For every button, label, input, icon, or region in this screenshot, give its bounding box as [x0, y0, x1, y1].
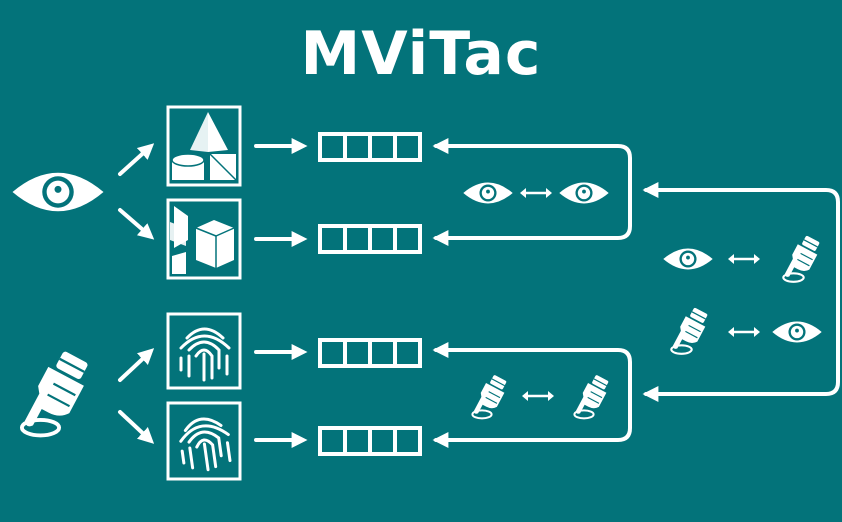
- pair-vision-touch: [663, 232, 824, 286]
- eye-icon: [463, 182, 513, 204]
- touch-view-box-1: [166, 312, 242, 390]
- touch-view-box-2: [166, 401, 242, 481]
- embedding-vector-icon: [318, 224, 422, 254]
- pointing-hand-icon: [668, 304, 712, 358]
- touch-source-hand-icon: [17, 345, 97, 443]
- shapes-icon: [170, 206, 235, 274]
- intra-vision-bracket: [434, 144, 632, 240]
- double-arrow-icon: [726, 325, 762, 339]
- intra-touch-bracket: [434, 348, 632, 442]
- embedding-vector-icon: [318, 426, 422, 456]
- eye-icon: [663, 248, 713, 270]
- embedding-vector-icon: [318, 132, 422, 162]
- pointing-hand-icon: [470, 372, 511, 423]
- double-arrow-icon: [520, 389, 556, 403]
- double-arrow-icon: [726, 252, 762, 266]
- vision-view-rgb-box: [166, 105, 242, 187]
- arrow-hand-to-touch2: [118, 410, 155, 444]
- double-arrow-icon: [518, 186, 554, 200]
- pointing-hand-icon: [572, 372, 613, 423]
- eye-icon: [559, 182, 609, 204]
- pair-touch-vision: [668, 304, 822, 358]
- eye-icon: [772, 321, 822, 343]
- arrow-hand-to-touch1: [118, 348, 155, 382]
- diagram-title: MViTac: [300, 19, 542, 89]
- arrow-eye-to-rgb: [118, 143, 155, 176]
- arrow-eye-to-depth: [118, 208, 155, 240]
- pointing-hand-icon: [780, 232, 824, 286]
- vision-source-eye-icon: [12, 172, 104, 212]
- pair-touch-touch: [470, 372, 613, 423]
- embedding-vector-icon: [318, 338, 422, 368]
- pair-vision-vision: [463, 182, 609, 204]
- cross-modal-bracket: [644, 188, 840, 396]
- fingerprint-icon: [176, 414, 235, 475]
- vision-view-depth-box: [166, 198, 242, 280]
- fingerprint-icon: [179, 327, 231, 382]
- shapes-icon: [171, 112, 237, 181]
